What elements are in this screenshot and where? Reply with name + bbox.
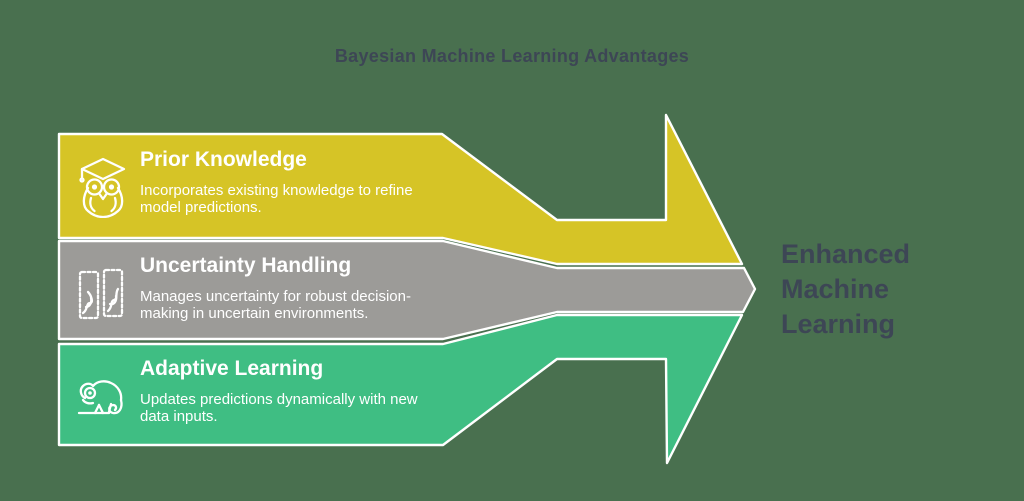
band-shape-adaptive-learning xyxy=(57,313,744,465)
band-prior-knowledge: Prior Knowledge Incorporates existing kn… xyxy=(140,149,440,216)
main-title: Bayesian Machine Learning Advantages xyxy=(334,46,690,66)
band-uncertainty-handling: Uncertainty Handling Manages uncertainty… xyxy=(140,255,440,322)
band-shape-uncertainty-handling xyxy=(57,239,757,341)
band-shape-prior-knowledge xyxy=(57,113,744,266)
band-title: Prior Knowledge xyxy=(140,148,307,171)
band-description: Incorporates existing knowledge to refin… xyxy=(140,182,413,216)
band-title: Adaptive Learning xyxy=(140,357,324,380)
band-adaptive-learning: Adaptive Learning Updates predictions dy… xyxy=(140,358,440,425)
owl-graduation-cap-icon xyxy=(79,157,126,218)
band-description: Manages uncertainty for robust decision-… xyxy=(140,288,411,322)
forked-paths-cards-icon xyxy=(78,268,124,320)
band-description: Updates predictions dynamically with new… xyxy=(140,391,418,425)
result-label: Enhanced Machine Learning xyxy=(781,239,911,339)
chameleon-icon xyxy=(77,380,123,415)
band-title: Uncertainty Handling xyxy=(140,254,352,277)
